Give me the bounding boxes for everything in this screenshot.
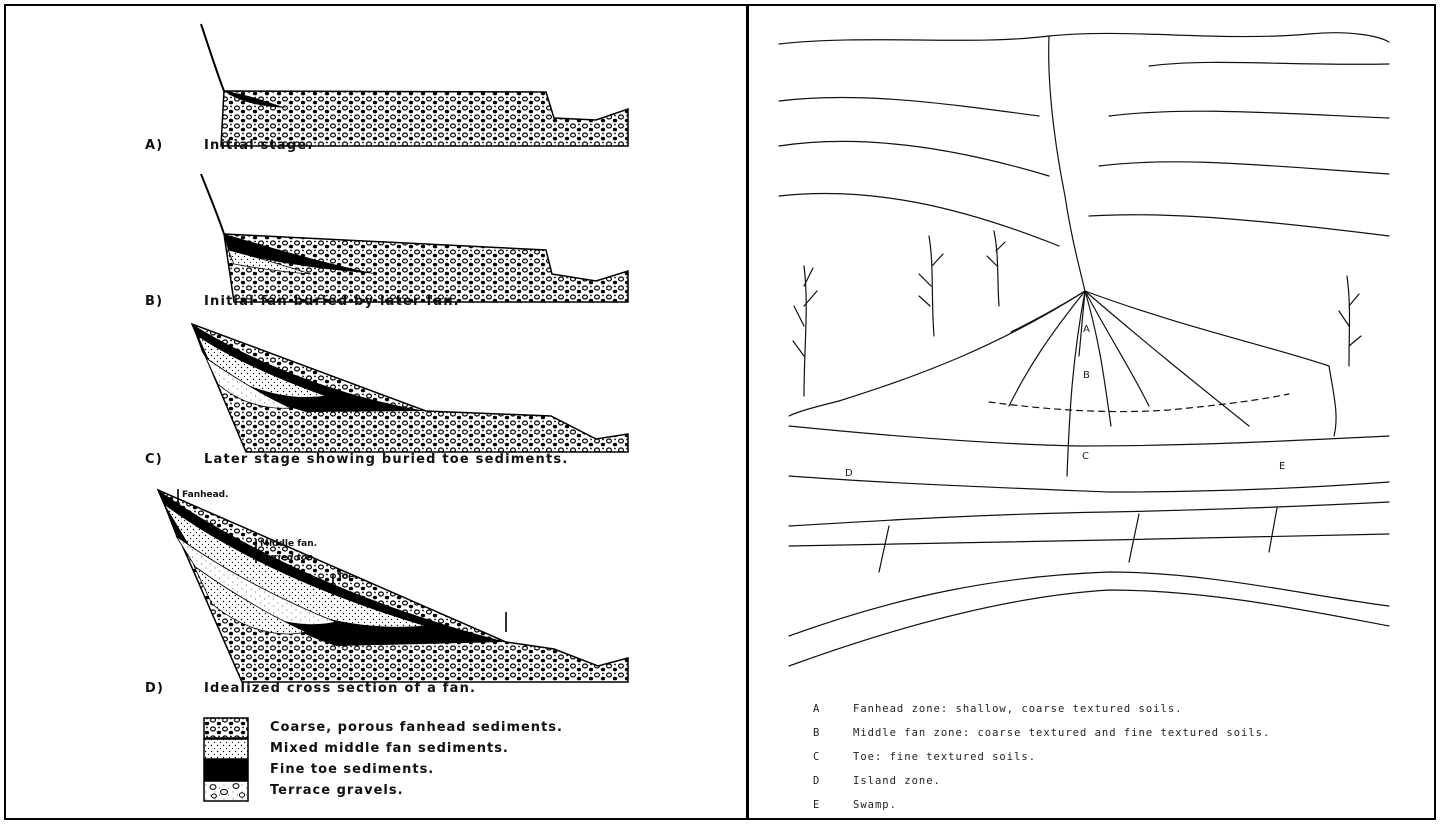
stage-d-letter: D) [145, 681, 164, 696]
toe-label: Toe. [337, 572, 358, 582]
legend-swatch-coarse [204, 718, 248, 738]
zone-marker-e: E [1279, 461, 1285, 472]
key-text-d: Island zone. [853, 775, 941, 787]
stage-a-caption: Initial stage. [204, 138, 314, 153]
key-letter-c: C [813, 751, 820, 763]
stage-a-section [201, 24, 628, 146]
stage-c-section [192, 324, 628, 452]
key-text-c: Toe: fine textured soils. [853, 751, 1036, 763]
legend-swatches [204, 718, 248, 801]
legend-label-fine: Fine toe sediments. [270, 762, 434, 777]
buried-toe-label: Buried toe. [260, 553, 316, 563]
stage-d-caption: Idealized cross section of a fan. [204, 681, 476, 696]
stage-a-letter: A) [145, 138, 163, 153]
legend-label-terrace: Terrace gravels. [270, 783, 404, 798]
stage-d-section [158, 489, 628, 682]
legend-swatch-mixed [204, 739, 248, 759]
key-letter-d: D [813, 775, 820, 787]
zone-marker-d: D [845, 468, 853, 479]
stage-c-caption: Later stage showing buried toe sediments… [204, 452, 568, 467]
stage-b-section [201, 174, 628, 302]
zone-marker-b: B [1083, 370, 1090, 381]
key-text-b: Middle fan zone: coarse textured and fin… [853, 727, 1270, 739]
legend-swatch-terrace [204, 781, 248, 801]
stage-c-letter: C) [145, 452, 163, 467]
cross-section-panel: A) Initial stage. B) Initial fan buried … [6, 6, 746, 818]
key-letter-b: B [813, 727, 820, 739]
key-letter-a: A [813, 703, 820, 715]
legend-swatch-fine [204, 760, 248, 780]
middle-fan-label: Middle fan. [260, 539, 317, 549]
key-letter-e: E [813, 799, 820, 811]
fan-landscape-panel: A B C D E A Fanhead zone: shallow, coars… [749, 6, 1434, 818]
zone-marker-a: A [1083, 324, 1090, 335]
zone-marker-c: C [1082, 451, 1089, 462]
stage-b-caption: Initial fan buried by later fan. [204, 294, 460, 309]
key-text-a: Fanhead zone: shallow, coarse textured s… [853, 703, 1182, 715]
legend-label-mixed: Mixed middle fan sediments. [270, 741, 509, 756]
stage-b-letter: B) [145, 294, 163, 309]
fan-landscape-drawing [749, 6, 1434, 818]
legend-label-coarse: Coarse, porous fanhead sediments. [270, 720, 563, 735]
cross-section-drawing [6, 6, 746, 818]
key-text-e: Swamp. [853, 799, 897, 811]
fanhead-label: Fanhead. [182, 490, 229, 500]
